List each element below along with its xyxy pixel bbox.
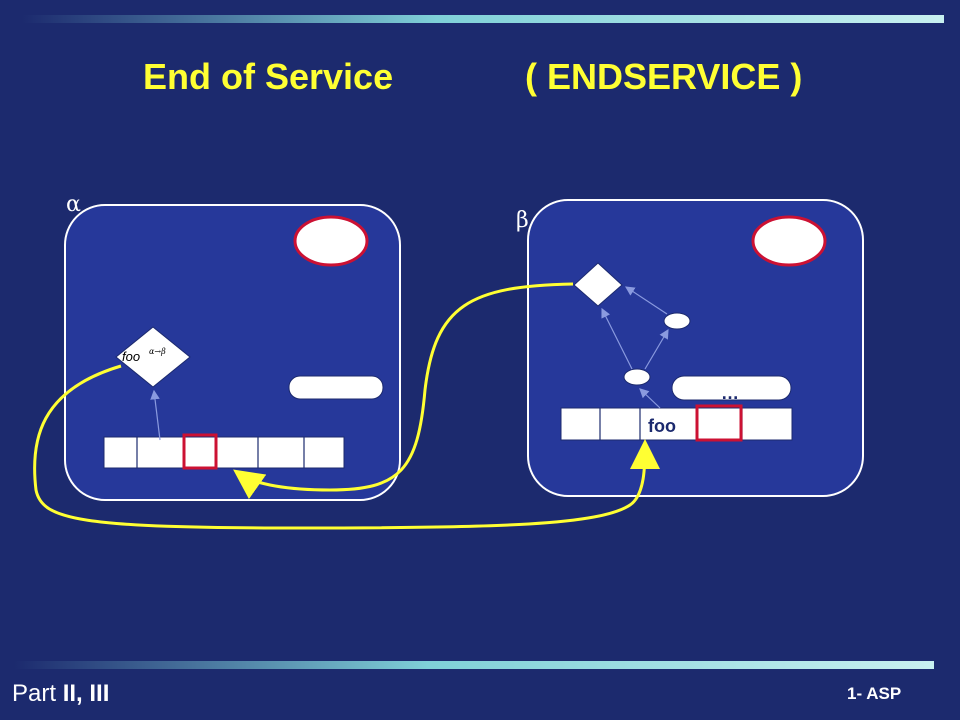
reply-arrow: [233, 282, 574, 500]
activity-alpha-box: [64, 204, 401, 501]
future-label: foo: [122, 349, 140, 364]
alpha-active-object: [293, 215, 369, 267]
slide-title: End of Service: [143, 56, 394, 97]
beta-arrow-request-to-object: [639, 388, 661, 409]
request-foo-label: foo: [648, 416, 676, 436]
beta-queue-highlight: [695, 404, 743, 442]
alpha-service-bar: [288, 375, 384, 400]
footer-part-label: Part II, III: [12, 680, 109, 708]
beta-arrow-object-to-diamond: [601, 307, 633, 370]
alpha-queue-to-future-arrow: [150, 389, 161, 441]
beta-queue-ellipsis: …: [721, 383, 739, 403]
future-diamond: [115, 326, 191, 388]
beta-service-bar: [671, 375, 792, 401]
alpha-request-queue: [103, 436, 345, 469]
alpha-queue-highlight: [182, 433, 218, 470]
footer-part-prefix: Part: [12, 680, 63, 707]
bottom-decor-bar: [14, 661, 934, 669]
beta-request-queue: [560, 407, 793, 441]
beta-active-object: [751, 215, 827, 267]
top-decor-bar: [22, 15, 944, 23]
activity-alpha-label: α: [66, 192, 81, 217]
beta-arrow-object-a-to-diamond: [624, 286, 668, 315]
beta-arrow-object-b-to-a: [644, 328, 669, 370]
request-arrow: [33, 364, 660, 530]
footer-part-numbers: II, III: [62, 680, 110, 707]
activity-beta-label: β: [516, 208, 529, 233]
future-superscript: α→β: [149, 347, 166, 356]
footer-course-label: 1- ASP: [847, 684, 902, 703]
beta-object-b: [623, 368, 651, 386]
beta-future-diamond: [573, 262, 623, 307]
slide-title-code: ( ENDSERVICE ): [525, 56, 803, 97]
beta-object-a: [663, 312, 691, 330]
